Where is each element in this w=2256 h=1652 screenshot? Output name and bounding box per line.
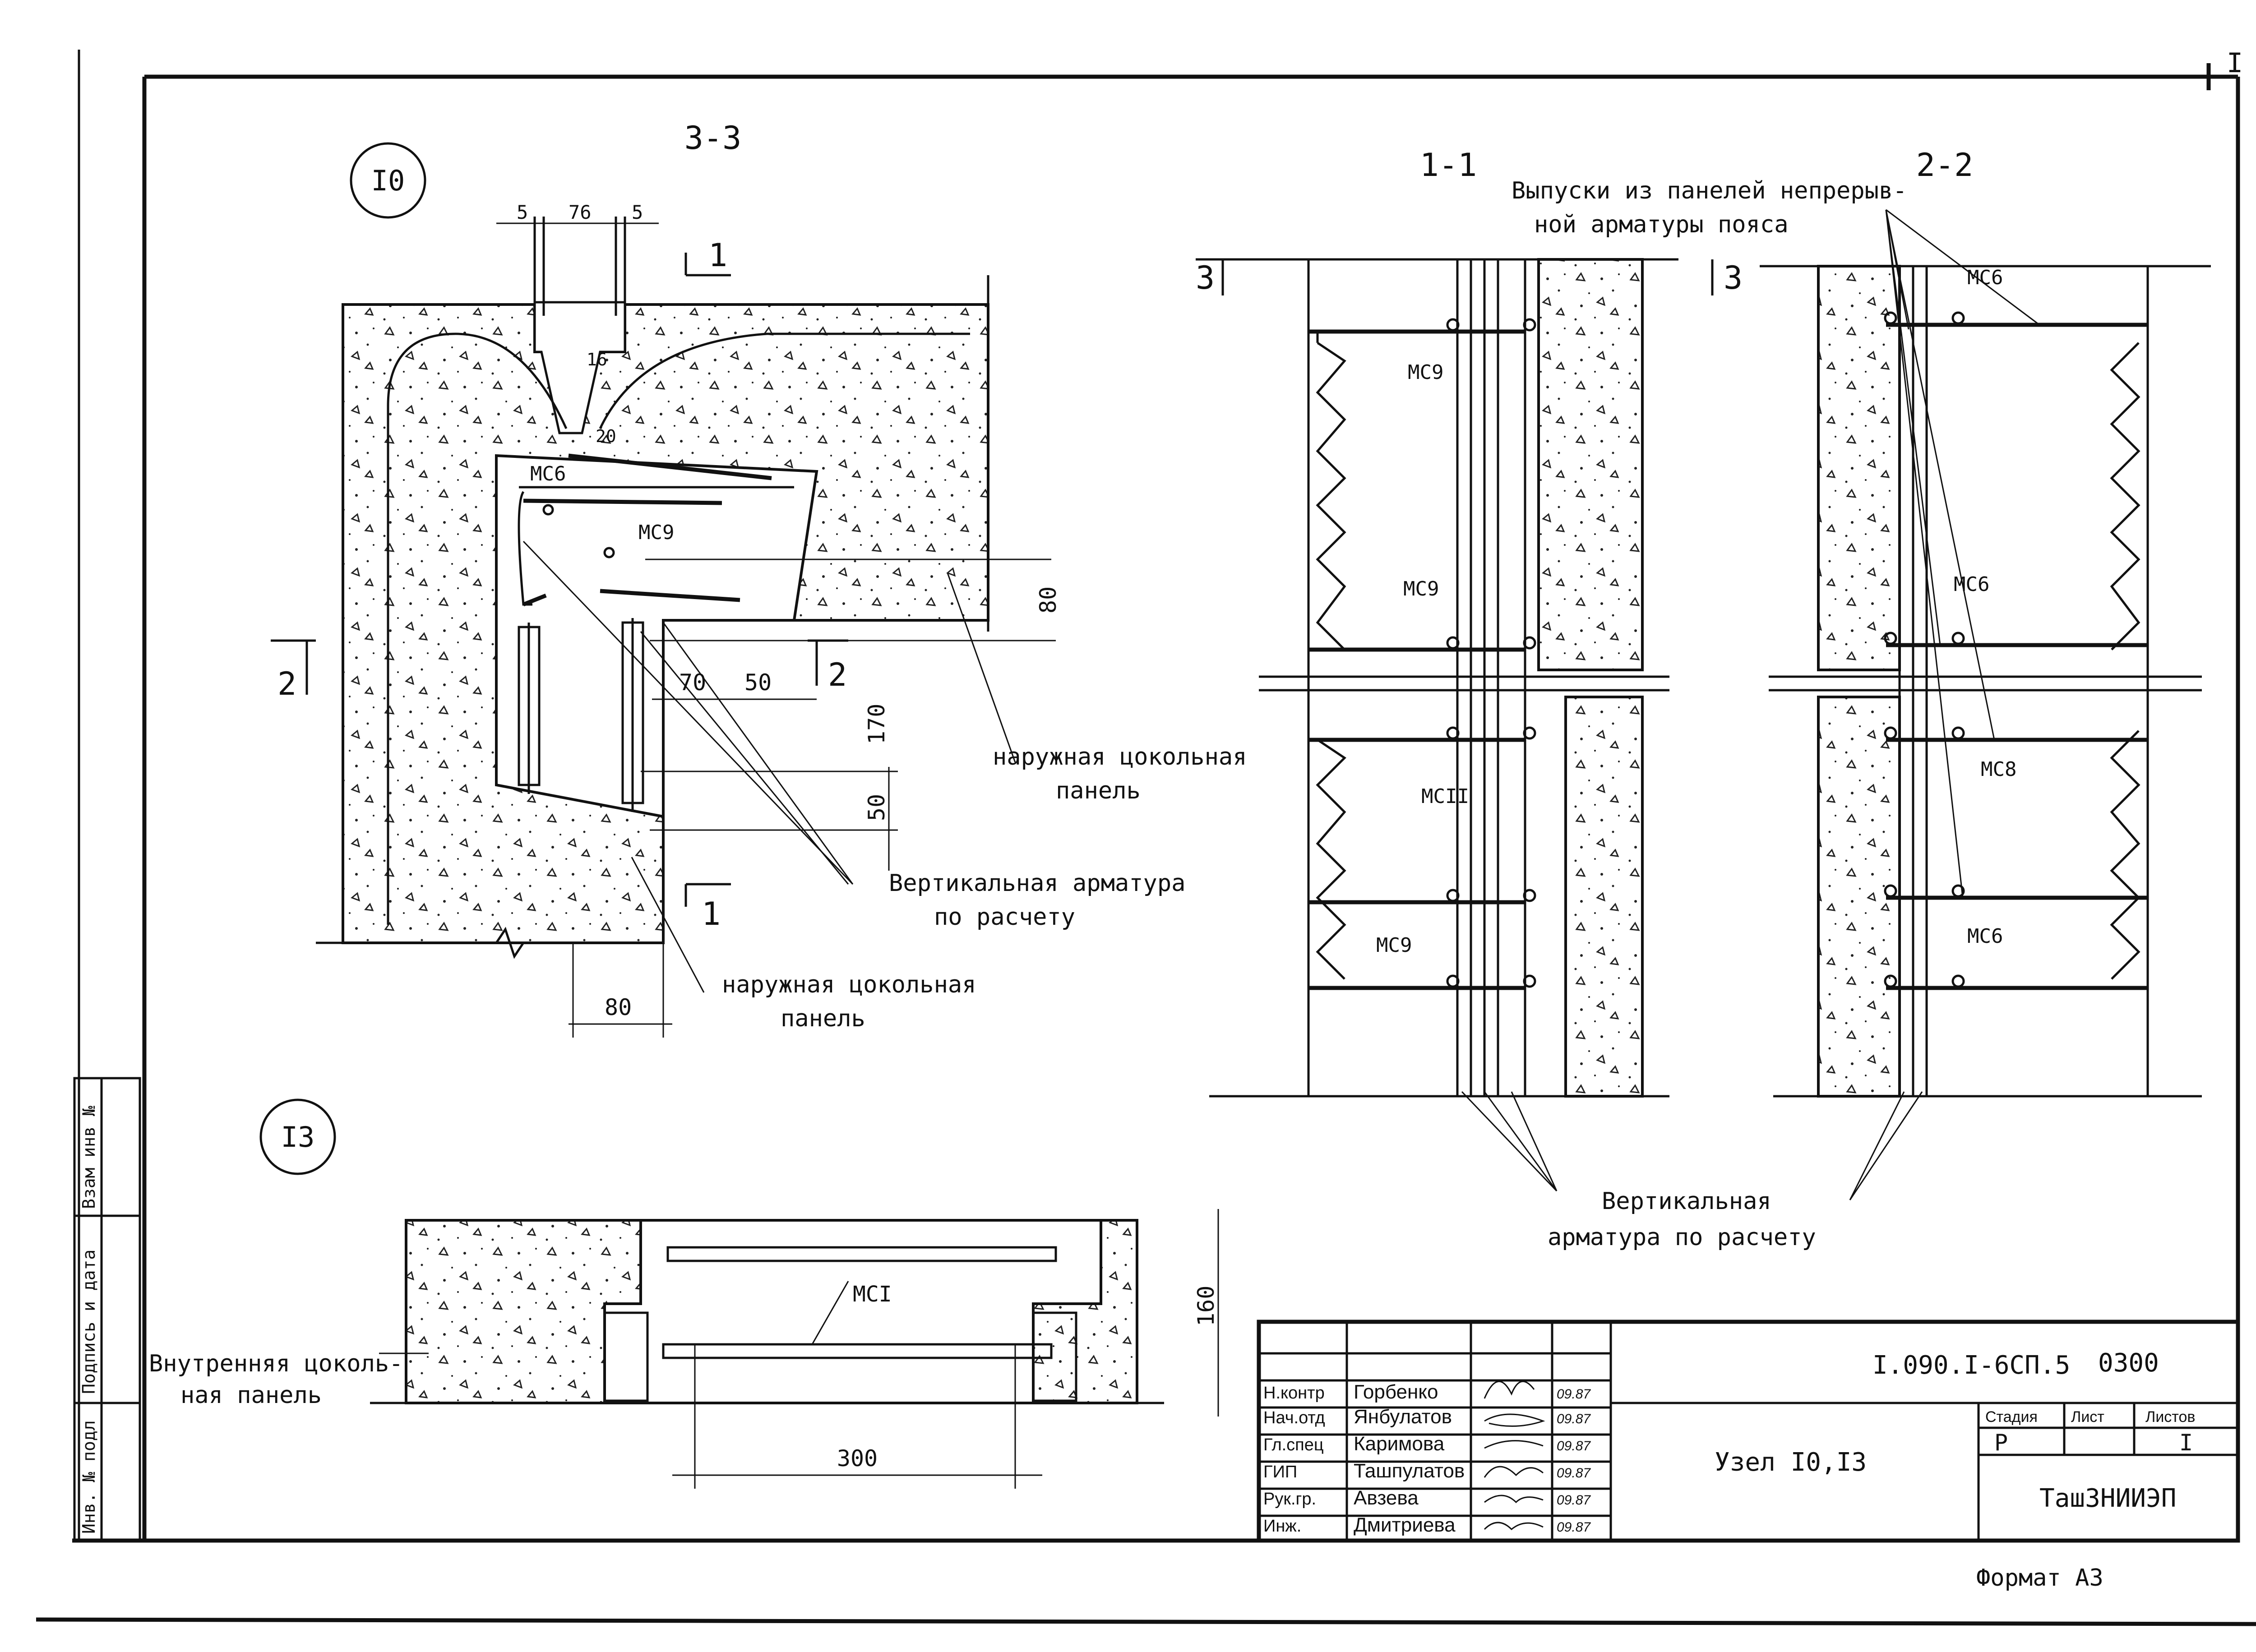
svg-text:по расчету: по расчету	[934, 904, 1075, 931]
tb-role-3: ГИП	[1263, 1463, 1297, 1481]
signature-1	[1484, 1413, 1545, 1427]
tb-sheet-h: Лист	[2071, 1408, 2104, 1426]
tb-org: ТашЗНИИЭП	[2039, 1484, 2176, 1513]
tb-name-5: Дмитриева	[1354, 1514, 1456, 1536]
svg-text:3: 3	[1724, 259, 1743, 296]
svg-text:МС6: МС6	[1967, 925, 2003, 948]
svg-text:16: 16	[587, 350, 607, 369]
node-10-label: I0	[371, 164, 405, 197]
svg-text:МС9: МС9	[1403, 577, 1439, 600]
tb-stage-h: Стадия	[1985, 1408, 2038, 1426]
section-11: 1-1 3 3 МС9 МС9 МСI	[1196, 147, 1743, 1098]
tb-date-4: 09.87	[1557, 1493, 1591, 1508]
tb-role-4: Рук.гр.	[1263, 1490, 1316, 1509]
tb-name-2: Каримова	[1354, 1433, 1445, 1455]
tb-date-3: 09.87	[1557, 1466, 1591, 1481]
svg-text:5: 5	[517, 201, 528, 223]
svg-text:20: 20	[596, 426, 616, 446]
tb-code: I.090.I-6СП.5	[1872, 1351, 2070, 1380]
page-mark: I	[2227, 47, 2243, 79]
core-void	[495, 454, 818, 818]
tb-sheet-code: 0300	[2098, 1348, 2159, 1378]
side-stamp-sign: Подпись и дата	[79, 1250, 99, 1394]
side-stamp-inv: Инв. № подл	[79, 1420, 99, 1534]
node-10: I0 3-3 5 76 5	[271, 120, 1247, 1038]
svg-text:50: 50	[744, 669, 772, 696]
tb-name-4: Авзева	[1354, 1487, 1419, 1509]
svg-text:70: 70	[679, 669, 706, 696]
section-22-title: 2-2	[1916, 147, 1973, 184]
section-22: 2-2 МС6 МС6 МС8 МС6	[1760, 147, 2211, 1098]
svg-text:160: 160	[1193, 1286, 1219, 1326]
tb-date-0: 09.87	[1557, 1387, 1591, 1402]
signature-0	[1484, 1380, 1535, 1399]
outer-panel-section	[342, 303, 989, 944]
vertical-note-2: арматура по расчету	[1548, 1224, 1816, 1251]
tb-name-0: Горбенко	[1354, 1381, 1438, 1403]
tb-name-1: Янбулатов	[1354, 1406, 1452, 1428]
tb-role-1: Нач.отд	[1263, 1408, 1325, 1427]
svg-text:80: 80	[605, 994, 632, 1020]
svg-text:МС9: МС9	[1408, 361, 1443, 384]
svg-text:I3: I3	[281, 1121, 315, 1154]
tb-role-0: Н.контр	[1263, 1384, 1325, 1403]
title-block: Н.контр Горбенко 09.87 Нач.отд Янбулатов…	[1257, 1320, 2240, 1543]
node-10-circle	[350, 142, 426, 219]
tb-sheets: I	[2179, 1430, 2193, 1456]
signature-3	[1484, 1466, 1544, 1478]
vertical-note-1: Вертикальная	[1602, 1188, 1771, 1215]
svg-text:панель: панель	[1056, 777, 1141, 804]
svg-text:ная панель: ная панель	[180, 1382, 322, 1409]
svg-text:МСII: МСII	[1421, 785, 1469, 808]
svg-text:наружная цокольная: наружная цокольная	[993, 743, 1247, 771]
svg-text:1: 1	[702, 895, 721, 932]
tb-role-2: Гл.спец	[1263, 1435, 1324, 1454]
tb-role-5: Инж.	[1263, 1517, 1301, 1536]
side-stamp: Инв. № подл Подпись и дата Взам инв №	[73, 1077, 141, 1542]
svg-text:МС9: МС9	[1376, 934, 1412, 957]
svg-text:наружная цокольная: наружная цокольная	[722, 971, 976, 998]
signature-2	[1484, 1440, 1544, 1449]
format-label: Формат А3	[1976, 1564, 2103, 1592]
section-11-title: 1-1	[1420, 147, 1477, 184]
svg-text:1: 1	[708, 237, 727, 274]
svg-text:МС6: МС6	[1954, 573, 1989, 596]
tb-date-5: 09.87	[1557, 1520, 1591, 1535]
tb-date-1: 09.87	[1557, 1412, 1591, 1426]
svg-text:панель: панель	[781, 1005, 865, 1032]
tb-name-3: Ташпулатов	[1354, 1460, 1465, 1482]
release-note-2: ной арматуры пояса	[1534, 211, 1789, 238]
svg-text:170: 170	[864, 704, 890, 744]
svg-text:МСI: МСI	[853, 1282, 892, 1307]
node-13-circle	[259, 1098, 336, 1175]
svg-text:Вертикальная арматура: Вертикальная арматура	[889, 870, 1185, 897]
side-stamp-replace: Взам инв №	[79, 1106, 99, 1209]
svg-text:МС6: МС6	[1967, 266, 2003, 289]
svg-text:80: 80	[1035, 586, 1061, 614]
svg-text:300: 300	[837, 1445, 878, 1472]
tb-date-2: 09.87	[1557, 1439, 1591, 1454]
signature-4	[1484, 1495, 1544, 1504]
svg-text:Внутренняя цоколь-: Внутренняя цоколь-	[149, 1350, 403, 1377]
svg-text:5: 5	[632, 201, 643, 223]
svg-text:МС8: МС8	[1981, 758, 2016, 781]
tb-stage: Р	[1994, 1430, 2008, 1456]
vertical-note-leaders	[1461, 1091, 1923, 1200]
node-13: I3 160 300 МСI Внутренняя цоколь- ная па…	[149, 1098, 1219, 1489]
svg-text:50: 50	[864, 794, 890, 821]
tb-title: Узел I0,I3	[1715, 1448, 1867, 1477]
signature-5	[1484, 1522, 1544, 1531]
svg-text:2: 2	[277, 665, 296, 702]
svg-text:3: 3	[1196, 259, 1215, 296]
mc9-label: МС9	[638, 521, 674, 544]
mc6-label: МС6	[530, 462, 566, 485]
section-33-title: 3-3	[684, 120, 741, 157]
svg-text:2: 2	[828, 656, 847, 693]
svg-text:76: 76	[569, 201, 592, 223]
tb-sheets-h: Листов	[2145, 1408, 2195, 1426]
release-note-1: Выпуски из панелей непрерыв-	[1512, 177, 1907, 204]
